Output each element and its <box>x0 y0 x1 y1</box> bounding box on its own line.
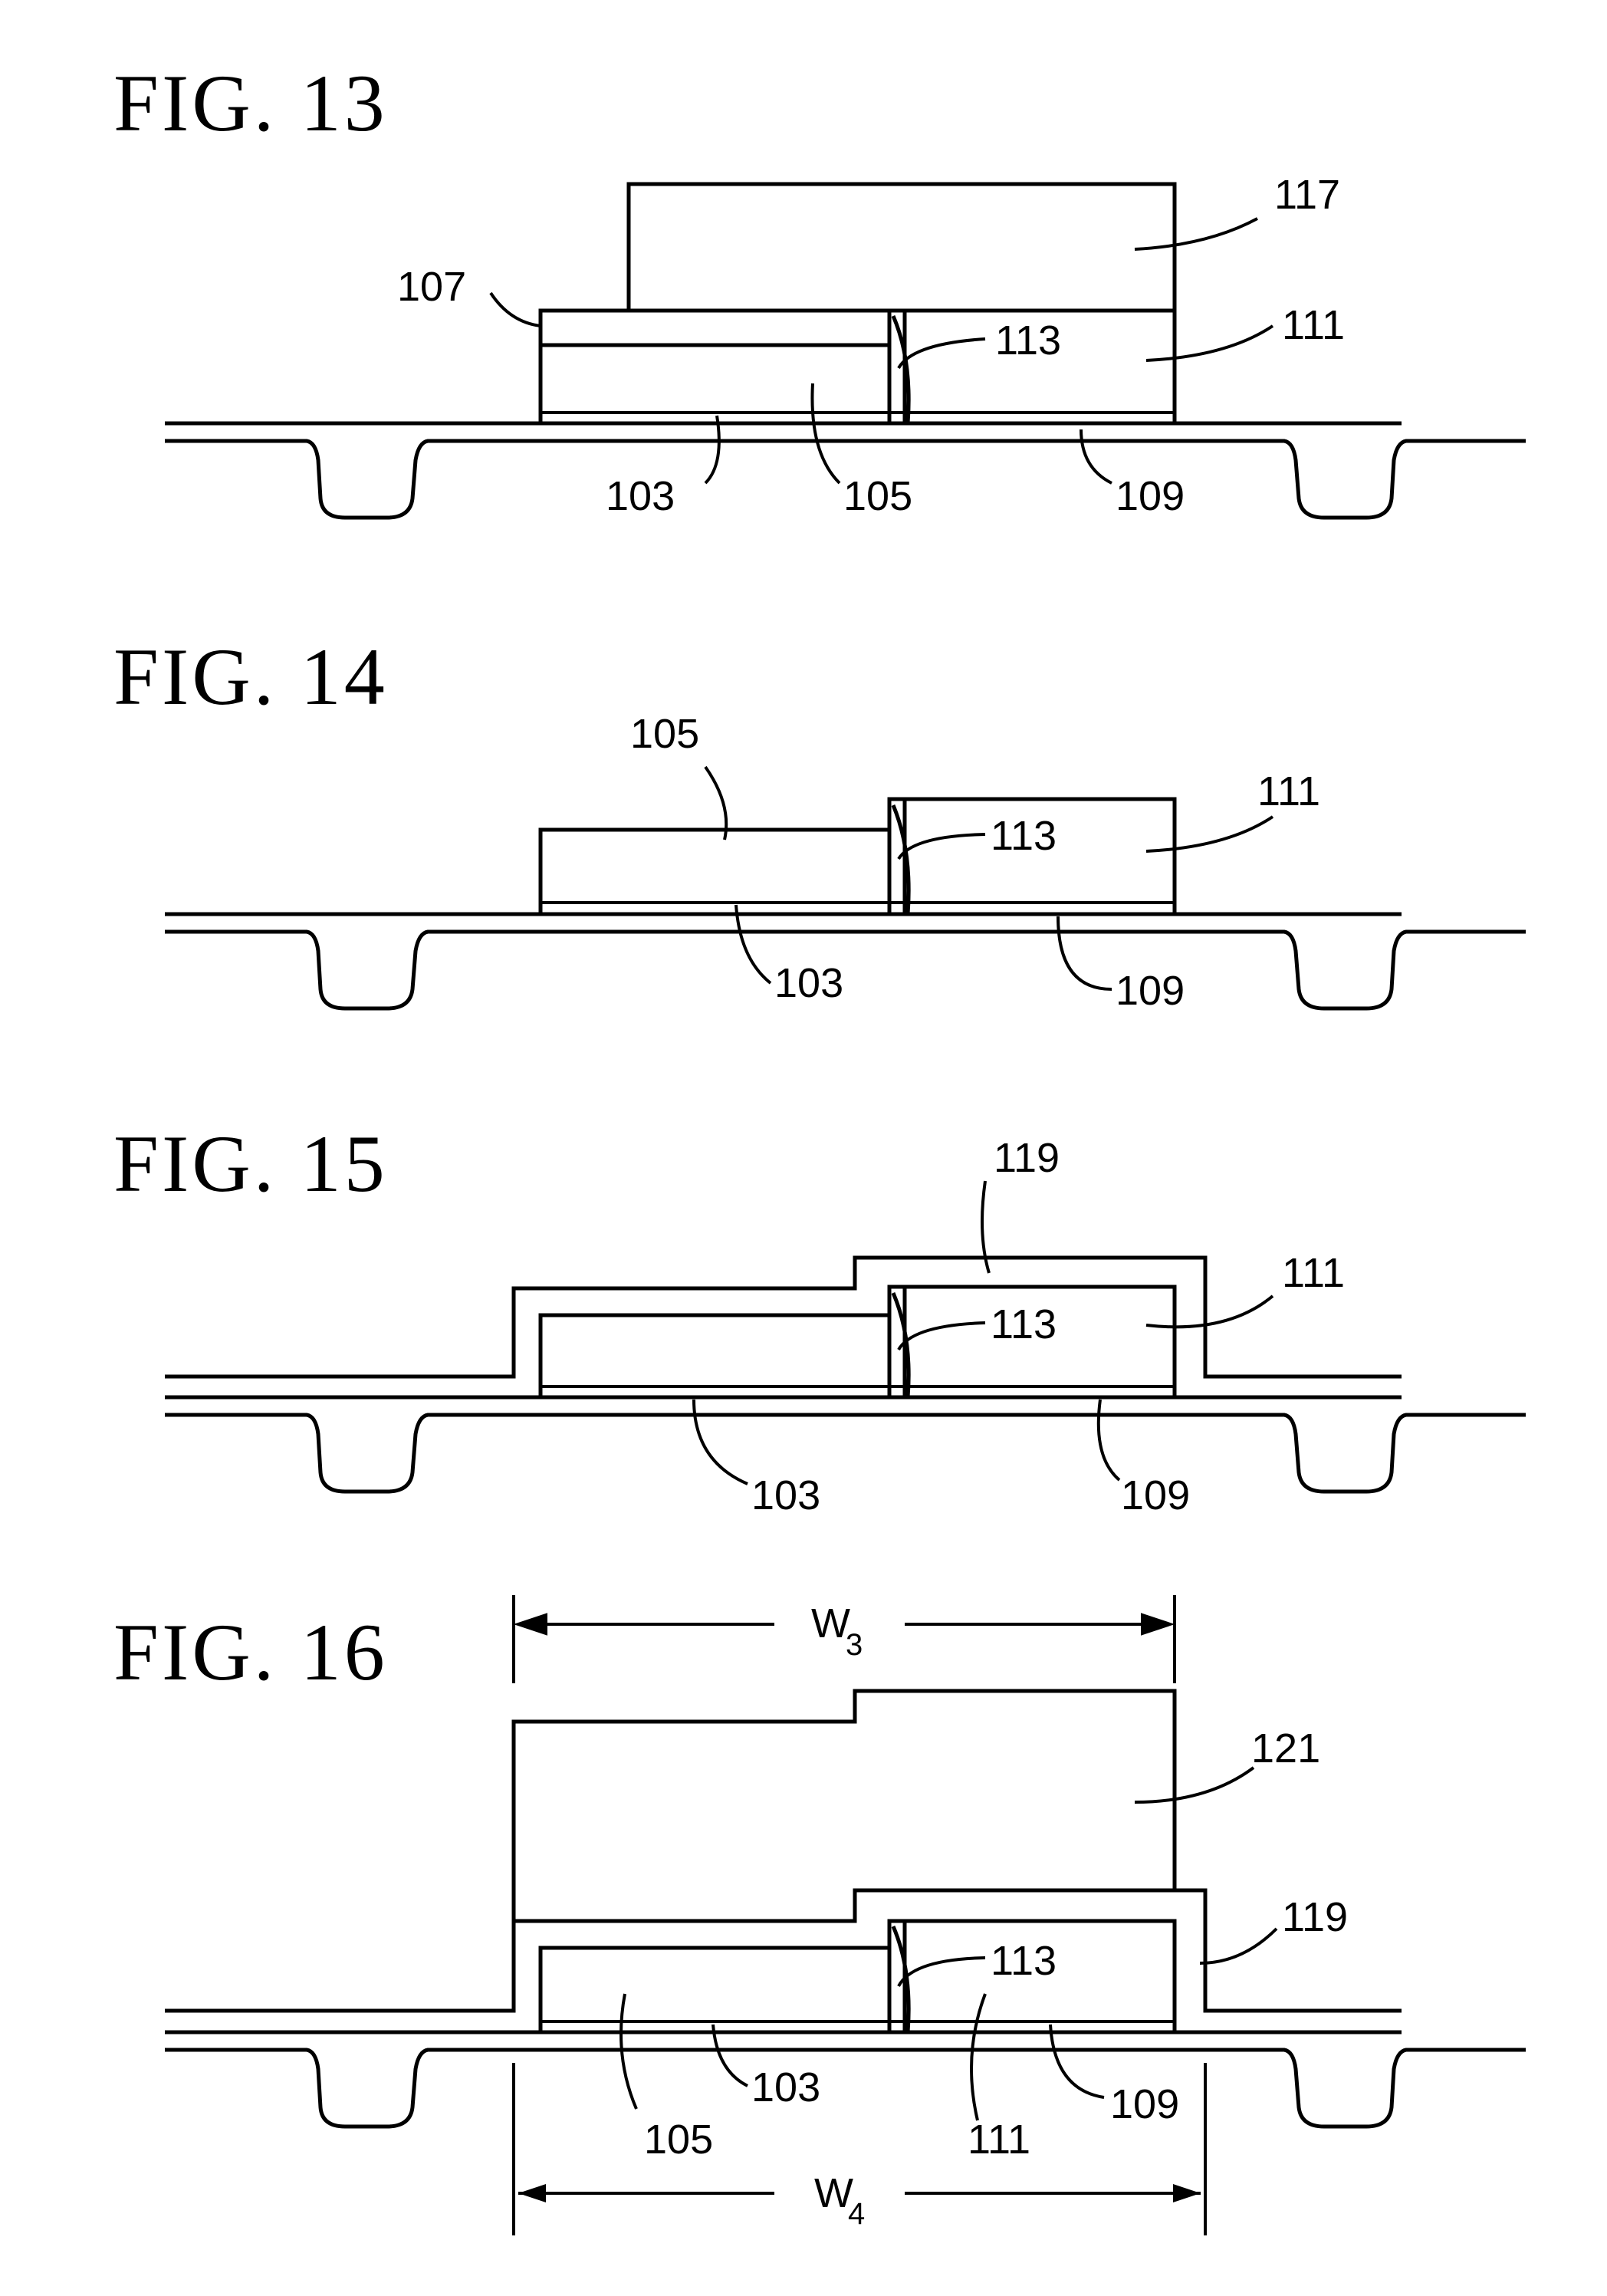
label-107: 107 <box>397 264 466 310</box>
label-117: 117 <box>1274 172 1340 218</box>
label-103: 103 <box>606 473 675 519</box>
leader-111 <box>1145 1294 1274 1329</box>
leader-109 <box>1049 2024 1105 2099</box>
label-105: 105 <box>843 473 912 519</box>
label-105: 105 <box>630 711 699 757</box>
label-119: 119 <box>994 1135 1060 1181</box>
spacer-113 <box>891 804 911 915</box>
gate-block-105 <box>538 827 892 914</box>
leader-103 <box>692 1399 748 1485</box>
leader-109 <box>1096 1399 1121 1482</box>
label-121: 121 <box>1251 1725 1320 1771</box>
conformal-layer-119 <box>165 1255 1402 1379</box>
layer-117 <box>626 182 1177 311</box>
leader-107 <box>489 291 541 327</box>
gate-block-105 <box>538 1313 892 1397</box>
fig-16-title: FIG. 16 <box>113 1607 388 1697</box>
label-105: 105 <box>644 2117 713 2163</box>
leader-117 <box>1134 217 1258 251</box>
leader-113 <box>897 337 986 370</box>
leader-119 <box>981 1180 991 1274</box>
fig-14: FIG. 14 105 113 111 103 109 <box>113 632 1526 1014</box>
leader-103 <box>711 2024 748 2087</box>
leader-111 <box>1145 815 1274 853</box>
label-109: 109 <box>1110 2081 1179 2127</box>
substrate-surface <box>165 421 1526 520</box>
label-111: 111 <box>1282 1250 1345 1296</box>
leader-111 <box>1145 324 1274 362</box>
label-103: 103 <box>774 960 843 1006</box>
label-111: 111 <box>968 2117 1030 2163</box>
label-113: 113 <box>991 813 1057 859</box>
label-113: 113 <box>991 1938 1057 1984</box>
layer-121 <box>511 1689 1177 1921</box>
fig-13: FIG. 13 117 107 113 111 103 105 109 <box>113 58 1526 520</box>
leader-105 <box>810 383 841 485</box>
fig-15-title: FIG. 15 <box>113 1119 388 1209</box>
gate-stack-105 <box>538 308 892 423</box>
fig-14-title: FIG. 14 <box>113 632 388 722</box>
leader-105 <box>704 765 728 840</box>
dimension-w3 <box>512 1595 1176 1683</box>
substrate-surface <box>165 2030 1526 2129</box>
substrate-surface <box>165 1395 1526 1494</box>
label-111: 111 <box>1257 768 1320 814</box>
leader-103 <box>734 904 772 985</box>
label-w3-subscript: 3 <box>846 1628 863 1662</box>
leader-113 <box>897 1321 986 1351</box>
leader-113 <box>897 833 986 860</box>
leader-105 <box>619 1993 638 2110</box>
fig-16: FIG. 16 W 3 W 4 121 119 113 105 103 <box>113 1595 1526 2235</box>
fig-15: FIG. 15 119 113 111 103 109 <box>113 1119 1526 1518</box>
label-113: 113 <box>991 1301 1057 1347</box>
label-113: 113 <box>995 317 1061 363</box>
dimension-w4 <box>512 2063 1207 2235</box>
leader-111 <box>970 1993 987 2121</box>
leader-103 <box>704 415 721 485</box>
label-103: 103 <box>751 1472 820 1518</box>
label-109: 109 <box>1116 473 1185 519</box>
fig-13-title: FIG. 13 <box>113 58 388 148</box>
gate-block-105 <box>538 1946 892 2032</box>
leader-119 <box>1199 1927 1278 1965</box>
leader-109 <box>1080 429 1112 485</box>
leader-109 <box>1057 916 1112 991</box>
leader-113 <box>897 1956 986 1987</box>
leader-121 <box>1134 1766 1255 1804</box>
spacer-113 <box>891 315 911 424</box>
conformal-layer-119 <box>165 1888 1402 2013</box>
label-w3: W <box>811 1600 850 1646</box>
label-w4-subscript: 4 <box>848 2197 865 2231</box>
label-109: 109 <box>1116 968 1185 1014</box>
label-103: 103 <box>751 2064 820 2110</box>
label-111: 111 <box>1282 302 1345 348</box>
label-109: 109 <box>1121 1472 1190 1518</box>
label-119: 119 <box>1282 1894 1348 1940</box>
label-w4: W <box>814 2170 853 2216</box>
substrate-surface <box>165 912 1526 1011</box>
